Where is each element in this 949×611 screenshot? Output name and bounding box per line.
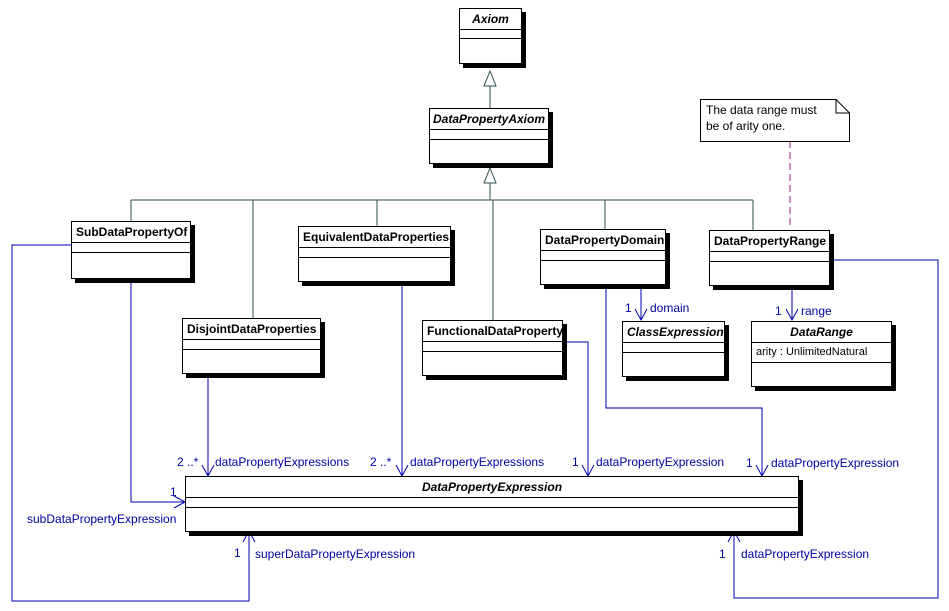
class-data-property-expression[interactable]: DataPropertyExpression bbox=[185, 476, 799, 532]
range-dpe-role: dataPropertyExpression bbox=[741, 547, 869, 561]
class-name: DataPropertyAxiom bbox=[430, 109, 548, 130]
class-class-expression[interactable]: ClassExpression bbox=[622, 321, 725, 377]
functional-role: dataPropertyExpression bbox=[596, 455, 724, 469]
functional-multiplicity: 1 bbox=[572, 455, 579, 469]
attribute-compartment bbox=[423, 342, 562, 352]
class-data-property-range[interactable]: DataPropertyRange bbox=[709, 230, 830, 286]
attribute-compartment bbox=[299, 248, 450, 258]
note-line-1: The data range must bbox=[706, 103, 817, 117]
generalization-arrowheads bbox=[483, 69, 497, 184]
class-name: DataRange bbox=[752, 322, 891, 343]
note-arity: The data range must be of arity one. bbox=[700, 99, 850, 142]
domain-multiplicity: 1 bbox=[625, 301, 632, 315]
attribute-compartment bbox=[460, 30, 521, 39]
class-data-property-domain[interactable]: DataPropertyDomain bbox=[540, 229, 666, 285]
class-name: Axiom bbox=[460, 9, 521, 30]
note-outline bbox=[700, 99, 850, 142]
range-role: range bbox=[801, 304, 832, 318]
class-name: DataPropertyDomain bbox=[541, 230, 665, 251]
super-role: superDataPropertyExpression bbox=[255, 547, 415, 561]
class-name: SubDataPropertyOf bbox=[72, 222, 190, 243]
attribute-arity: arity : UnlimitedNatural bbox=[752, 343, 891, 363]
sub-multiplicity: 1 bbox=[170, 485, 177, 499]
range-dpe-multiplicity: 1 bbox=[719, 547, 726, 561]
class-data-property-axiom[interactable]: DataPropertyAxiom bbox=[429, 108, 549, 164]
class-equivalent-data-properties[interactable]: EquivalentDataProperties bbox=[298, 226, 451, 282]
attribute-compartment bbox=[430, 130, 548, 140]
domain-role: domain bbox=[650, 301, 689, 315]
class-axiom[interactable]: Axiom bbox=[459, 8, 522, 64]
disjoint-role: dataPropertyExpressions bbox=[215, 455, 349, 469]
association-lines bbox=[11, 244, 939, 602]
attribute-compartment bbox=[710, 252, 829, 262]
class-name: EquivalentDataProperties bbox=[299, 227, 450, 248]
note-line-2: be of arity one. bbox=[706, 119, 786, 133]
equivalent-role: dataPropertyExpressions bbox=[410, 455, 544, 469]
attribute-compartment bbox=[541, 251, 665, 261]
attribute-compartment bbox=[623, 343, 724, 353]
generalization-lines bbox=[130, 86, 754, 320]
class-data-range[interactable]: DataRange arity : UnlimitedNatural bbox=[751, 321, 892, 387]
equivalent-multiplicity: 2 ..* bbox=[370, 455, 392, 469]
domain-dpe-role: dataPropertyExpression bbox=[771, 456, 899, 470]
class-functional-data-property[interactable]: FunctionalDataProperty bbox=[422, 320, 563, 376]
association-labels: 2 ..* dataPropertyExpressions 2 ..* data… bbox=[27, 301, 899, 561]
disjoint-multiplicity: 2 ..* bbox=[177, 455, 199, 469]
class-name: DataPropertyRange bbox=[710, 231, 829, 252]
class-name: DisjointDataProperties bbox=[183, 319, 320, 340]
class-name: FunctionalDataProperty bbox=[423, 321, 562, 342]
class-name: DataPropertyExpression bbox=[186, 477, 798, 498]
super-multiplicity: 1 bbox=[234, 546, 241, 560]
class-disjoint-data-properties[interactable]: DisjointDataProperties bbox=[182, 318, 321, 374]
class-name: ClassExpression bbox=[623, 322, 724, 343]
domain-dpe-multiplicity: 1 bbox=[746, 456, 753, 470]
sub-role: subDataPropertyExpression bbox=[27, 512, 176, 526]
attribute-compartment bbox=[183, 340, 320, 350]
class-sub-data-property-of[interactable]: SubDataPropertyOf bbox=[71, 221, 191, 279]
attribute-compartment bbox=[72, 243, 190, 253]
range-multiplicity: 1 bbox=[775, 304, 782, 318]
attribute-compartment bbox=[186, 498, 798, 508]
